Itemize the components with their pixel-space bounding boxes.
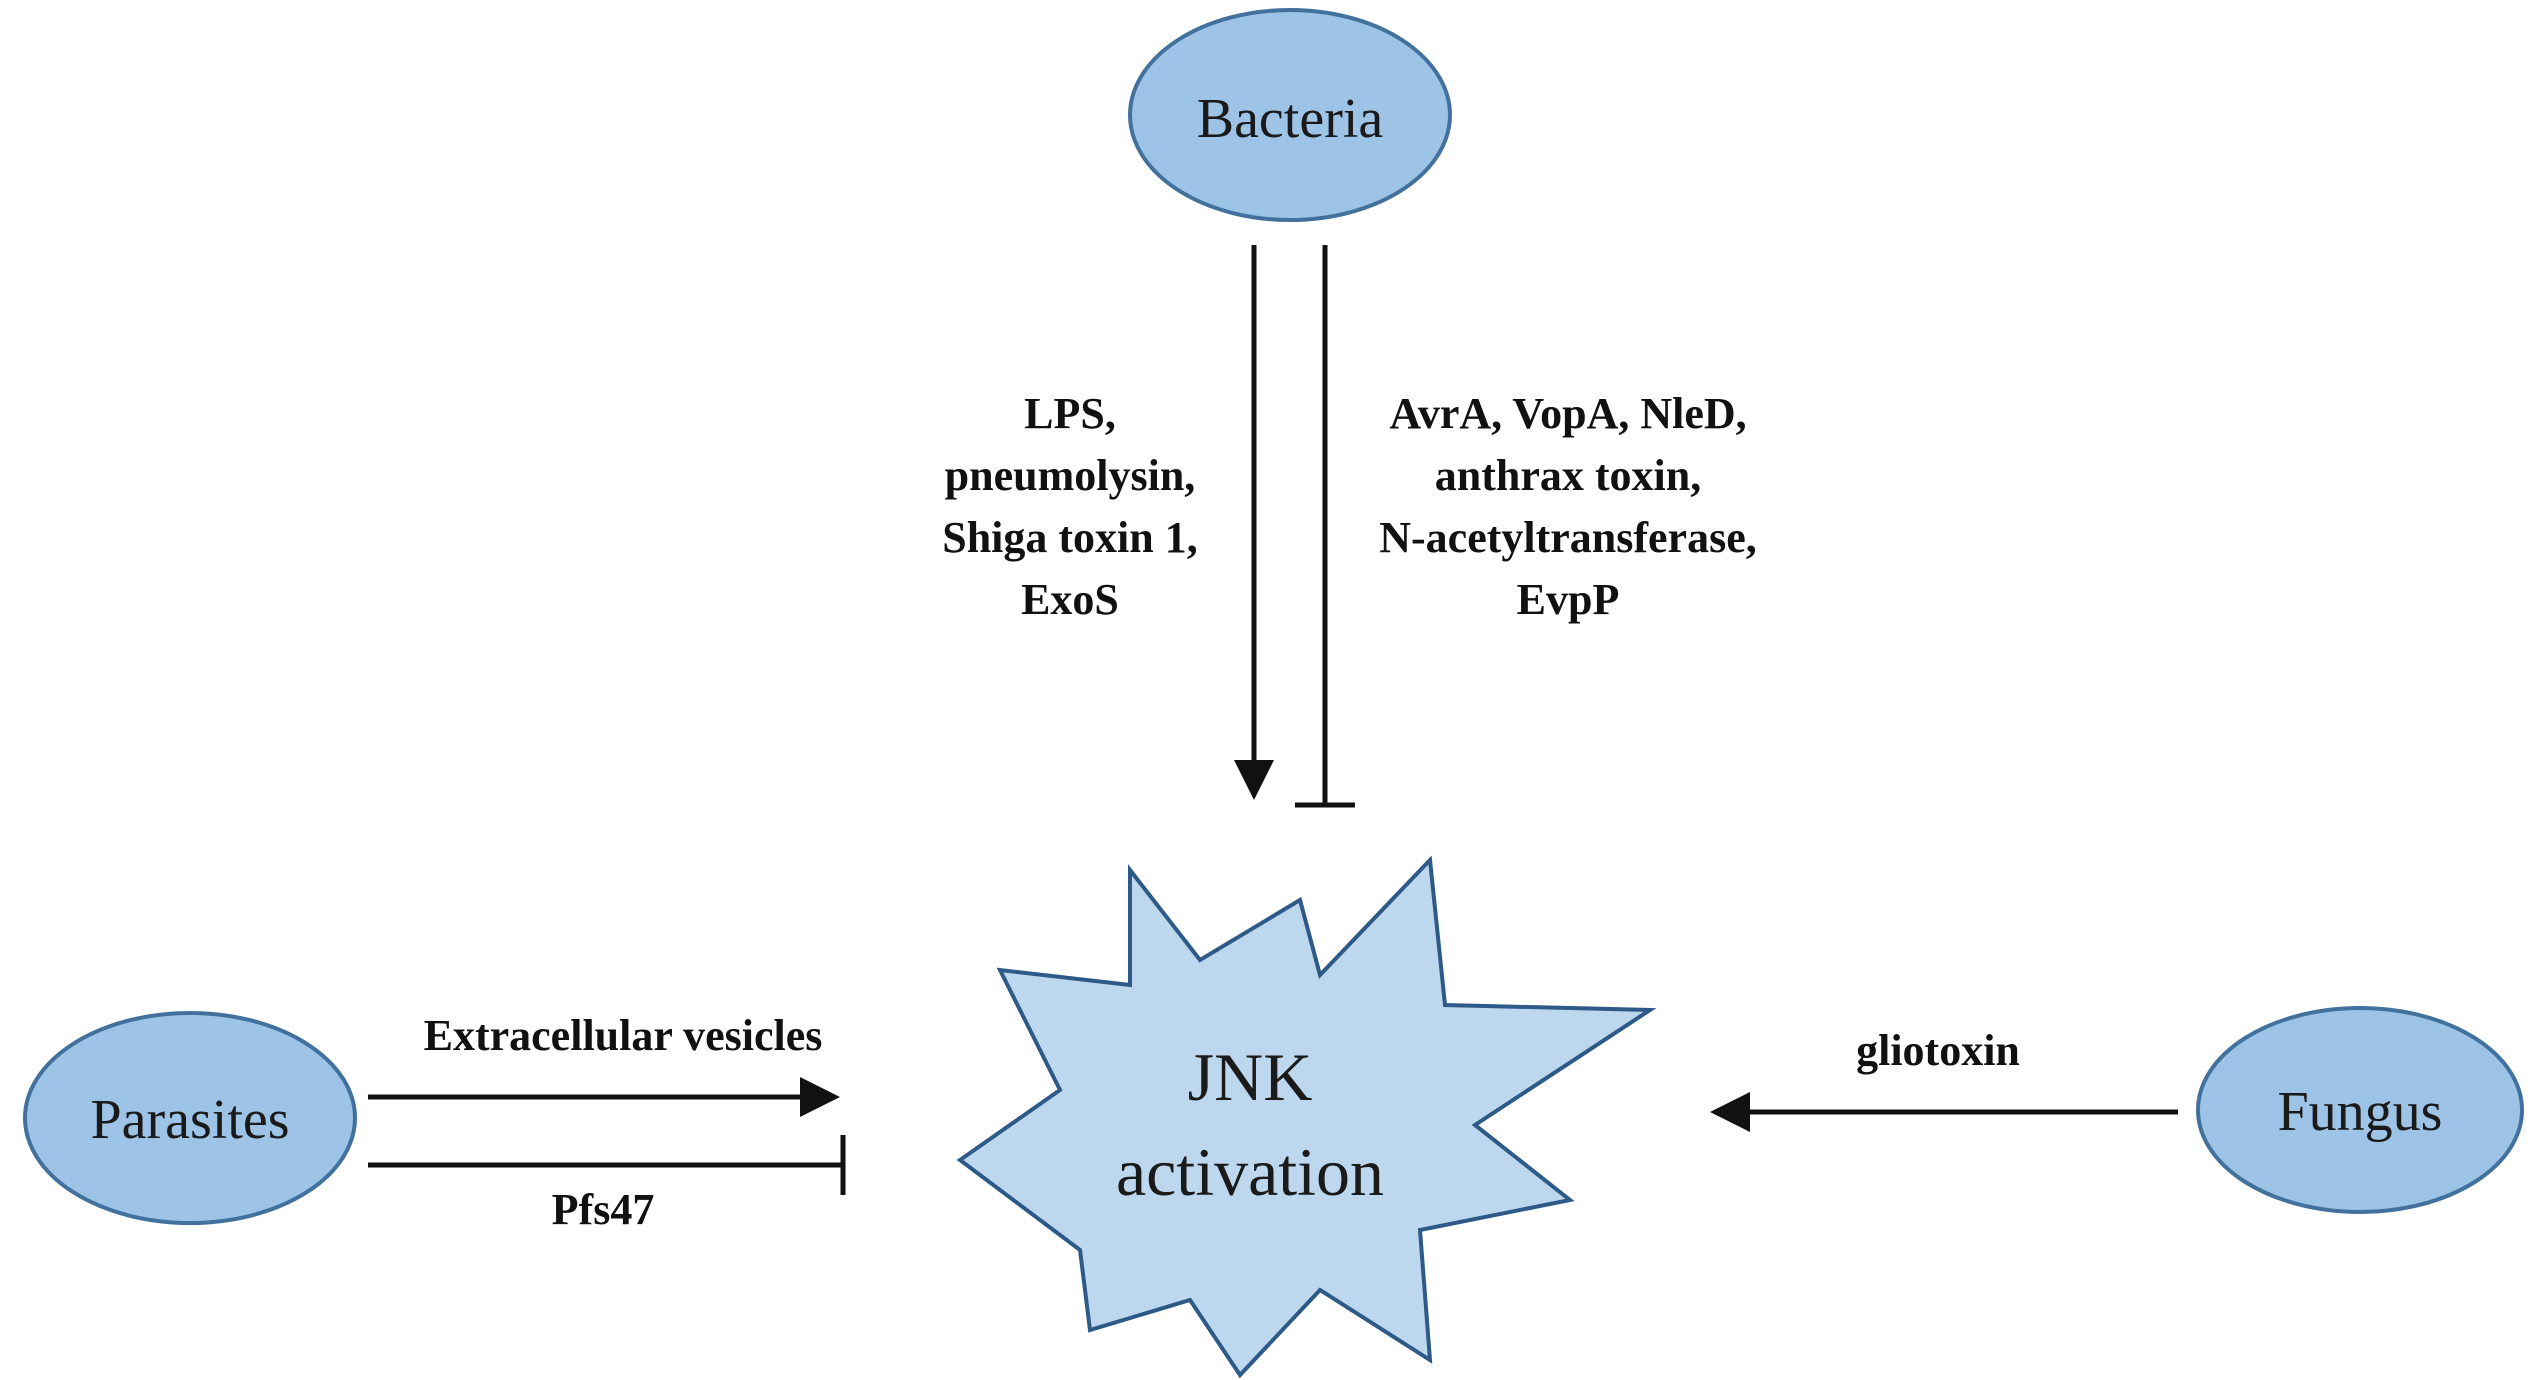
bacteria-activator-4: ExoS [1021, 575, 1119, 624]
bacteria-node: Bacteria [1128, 8, 1452, 222]
center-label-line2: activation [1116, 1134, 1384, 1210]
fungus-node: Fungus [2196, 1006, 2524, 1214]
bacteria-activators-label: LPS, pneumolysin, Shiga toxin 1, ExoS [942, 389, 1198, 624]
parasites-ellipse [23, 1011, 357, 1225]
center-label-line1: JNK [1188, 1039, 1313, 1115]
jnk-activation-node: JNK activation [956, 855, 1657, 1379]
starburst-shape [956, 855, 1657, 1379]
bacteria-inhibitor-4: EvpP [1517, 575, 1620, 624]
bacteria-ellipse [1128, 8, 1452, 222]
bacteria-inhibitor-2: anthrax toxin, [1435, 451, 1701, 500]
bacteria-activator-2: pneumolysin, [945, 451, 1196, 500]
bacteria-activator-1: LPS, [1024, 389, 1116, 438]
bacteria-inhibitor-3: N-acetyltransferase, [1379, 513, 1757, 562]
bacteria-label: Bacteria [1197, 88, 1384, 150]
fungus-ellipse [2196, 1006, 2524, 1214]
parasites-activator-label: Extracellular vesicles [424, 1011, 823, 1060]
fungus-label: Fungus [2278, 1081, 2443, 1143]
parasites-node: Parasites [23, 1011, 357, 1225]
parasites-label: Parasites [90, 1089, 289, 1151]
bacteria-activator-3: Shiga toxin 1, [942, 513, 1198, 562]
bacteria-inhibitor-1: AvrA, VopA, NleD, [1389, 389, 1746, 438]
fungus-activator-label: gliotoxin [1856, 1026, 2020, 1075]
bacteria-inhibitors-label: AvrA, VopA, NleD, anthrax toxin, N-acety… [1379, 389, 1757, 624]
parasites-inhibitor-label: Pfs47 [552, 1185, 655, 1234]
